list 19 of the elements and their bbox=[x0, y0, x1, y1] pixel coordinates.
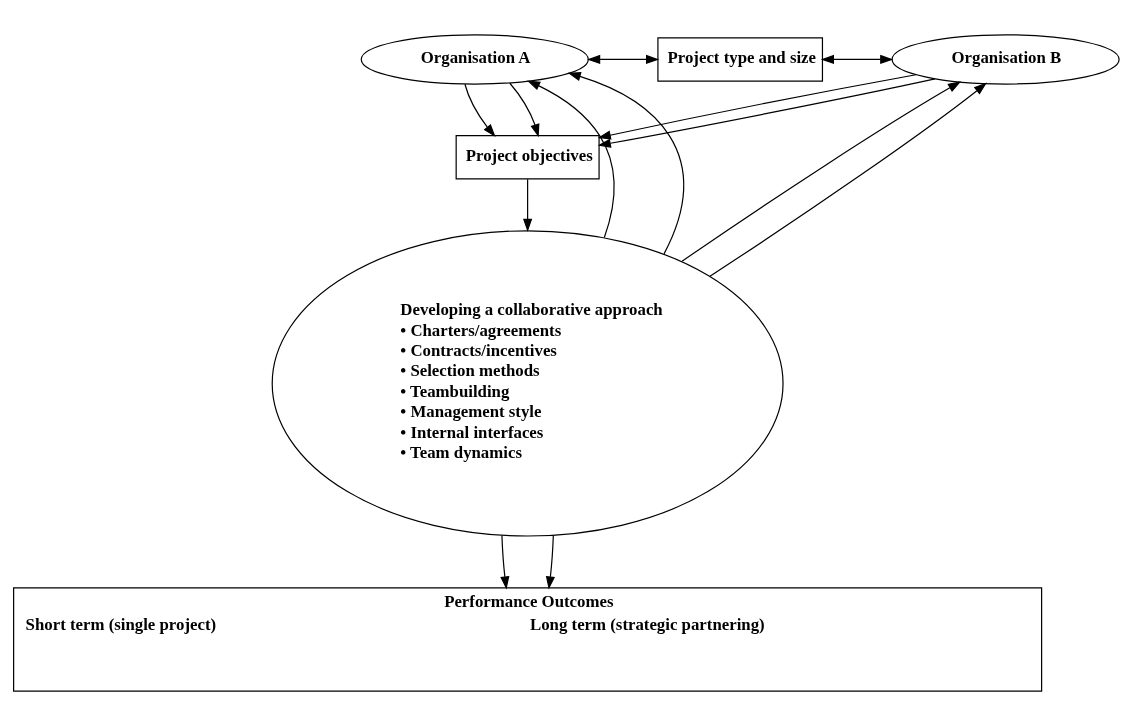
arrow bbox=[526, 79, 615, 238]
arrow bbox=[709, 82, 987, 277]
arrow bbox=[464, 83, 496, 137]
arrow bbox=[523, 178, 533, 232]
node-ellipse: Organisation A bbox=[360, 33, 589, 85]
arrow bbox=[509, 82, 540, 137]
arrow bbox=[597, 73, 917, 140]
node-ellipse: Developing a collaborative approach • Charters/agreements • Contracts/incentives • Selection methods • Teambuilding • Management style • Internal interfaces • Team dynamics bbox=[271, 229, 784, 537]
arrow bbox=[500, 534, 510, 590]
arrow bbox=[587, 54, 660, 64]
node-box: Performance Outcomes Short term (single project) Long term (strategic partnering) bbox=[13, 586, 1043, 692]
arrow bbox=[545, 534, 555, 590]
arrow bbox=[681, 80, 962, 262]
node-box: Project objectives bbox=[455, 134, 600, 180]
node-ellipse: Organisation B bbox=[891, 33, 1120, 85]
arrow bbox=[597, 77, 936, 148]
node-box: Project type and size bbox=[657, 36, 824, 82]
arrow bbox=[820, 54, 894, 64]
arrow bbox=[567, 71, 685, 254]
